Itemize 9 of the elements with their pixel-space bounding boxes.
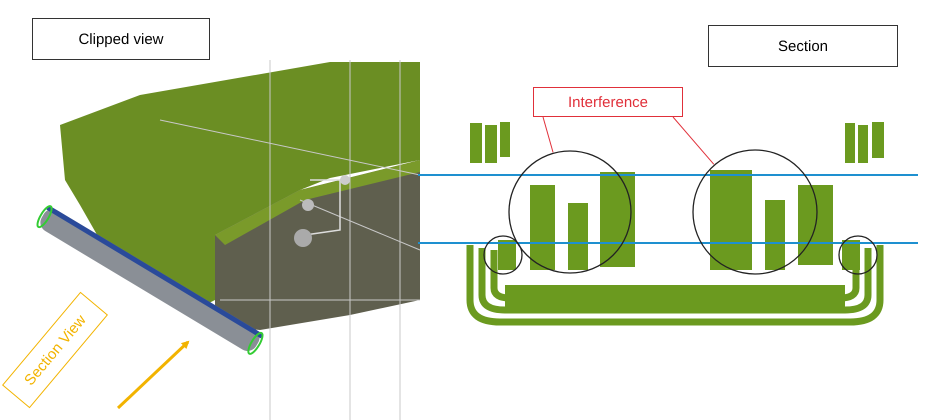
title-box: Clipped view: [32, 18, 210, 60]
leader-line: [672, 116, 714, 165]
title-box: Section: [708, 25, 898, 67]
leader-line: [542, 116, 554, 153]
magnifier-circle: [483, 235, 523, 275]
magnifier-circle: [508, 150, 632, 274]
callout-box: Interference: [533, 87, 683, 117]
magnifier-circle: [692, 149, 818, 275]
magnifier-circle: [838, 235, 878, 275]
